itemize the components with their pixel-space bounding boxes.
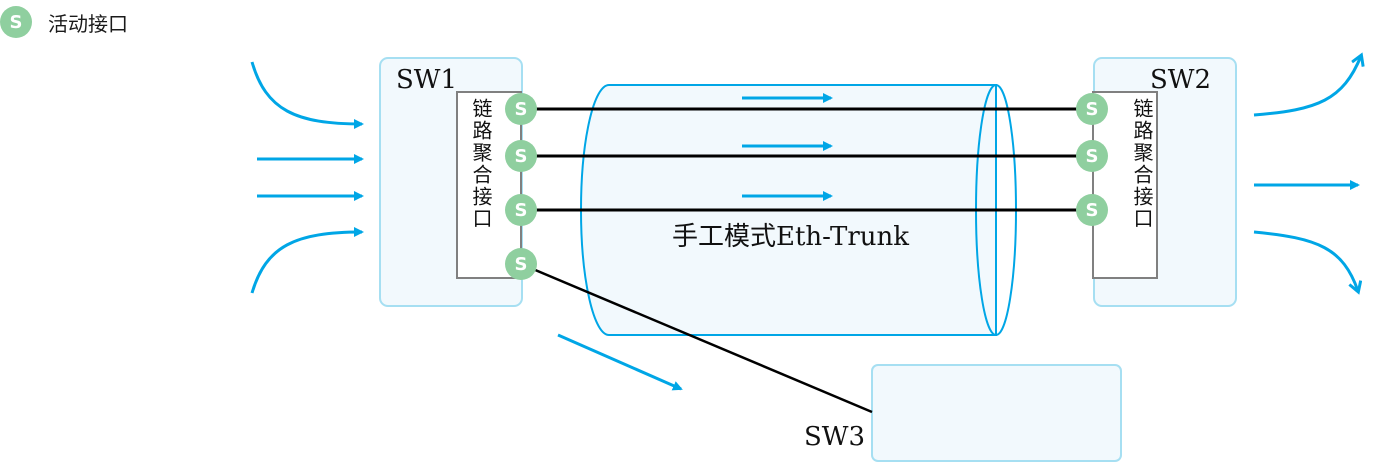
legend-label: 活动接口 [48,11,128,36]
sw2-port-3-icon: S [1076,194,1108,226]
sw3-box [871,364,1122,462]
ingress-arrow-4 [250,227,364,294]
trunk-label: 手工模式Eth-Trunk [672,222,910,252]
sw2-lag-label: 链路聚合接口 [1130,98,1154,230]
sw3-flow-arrow [557,333,683,391]
active-port-legend-icon: S [0,6,32,38]
egress-arrow-1 [1253,56,1361,117]
sw1-port-4-icon: S [505,248,537,280]
sw1-port-1-icon: S [505,93,537,125]
sw2-lag-box [1092,91,1158,279]
legend: S 活动接口 [0,6,128,38]
sw2-label: SW2 [1150,65,1212,95]
sw1-lag-label: 链路聚合接口 [469,98,493,230]
link-sw3 [520,262,873,414]
sw1-port-3-icon: S [505,194,537,226]
ingress-arrow-1 [250,61,364,129]
sw1-lag-box [456,91,522,279]
sw2-port-1-icon: S [1076,93,1108,125]
sw3-label: SW3 [804,422,866,452]
egress-arrow-3 [1253,230,1358,291]
sw2-port-2-icon: S [1076,140,1108,172]
sw1-label: SW1 [396,65,458,95]
sw1-port-2-icon: S [505,140,537,172]
